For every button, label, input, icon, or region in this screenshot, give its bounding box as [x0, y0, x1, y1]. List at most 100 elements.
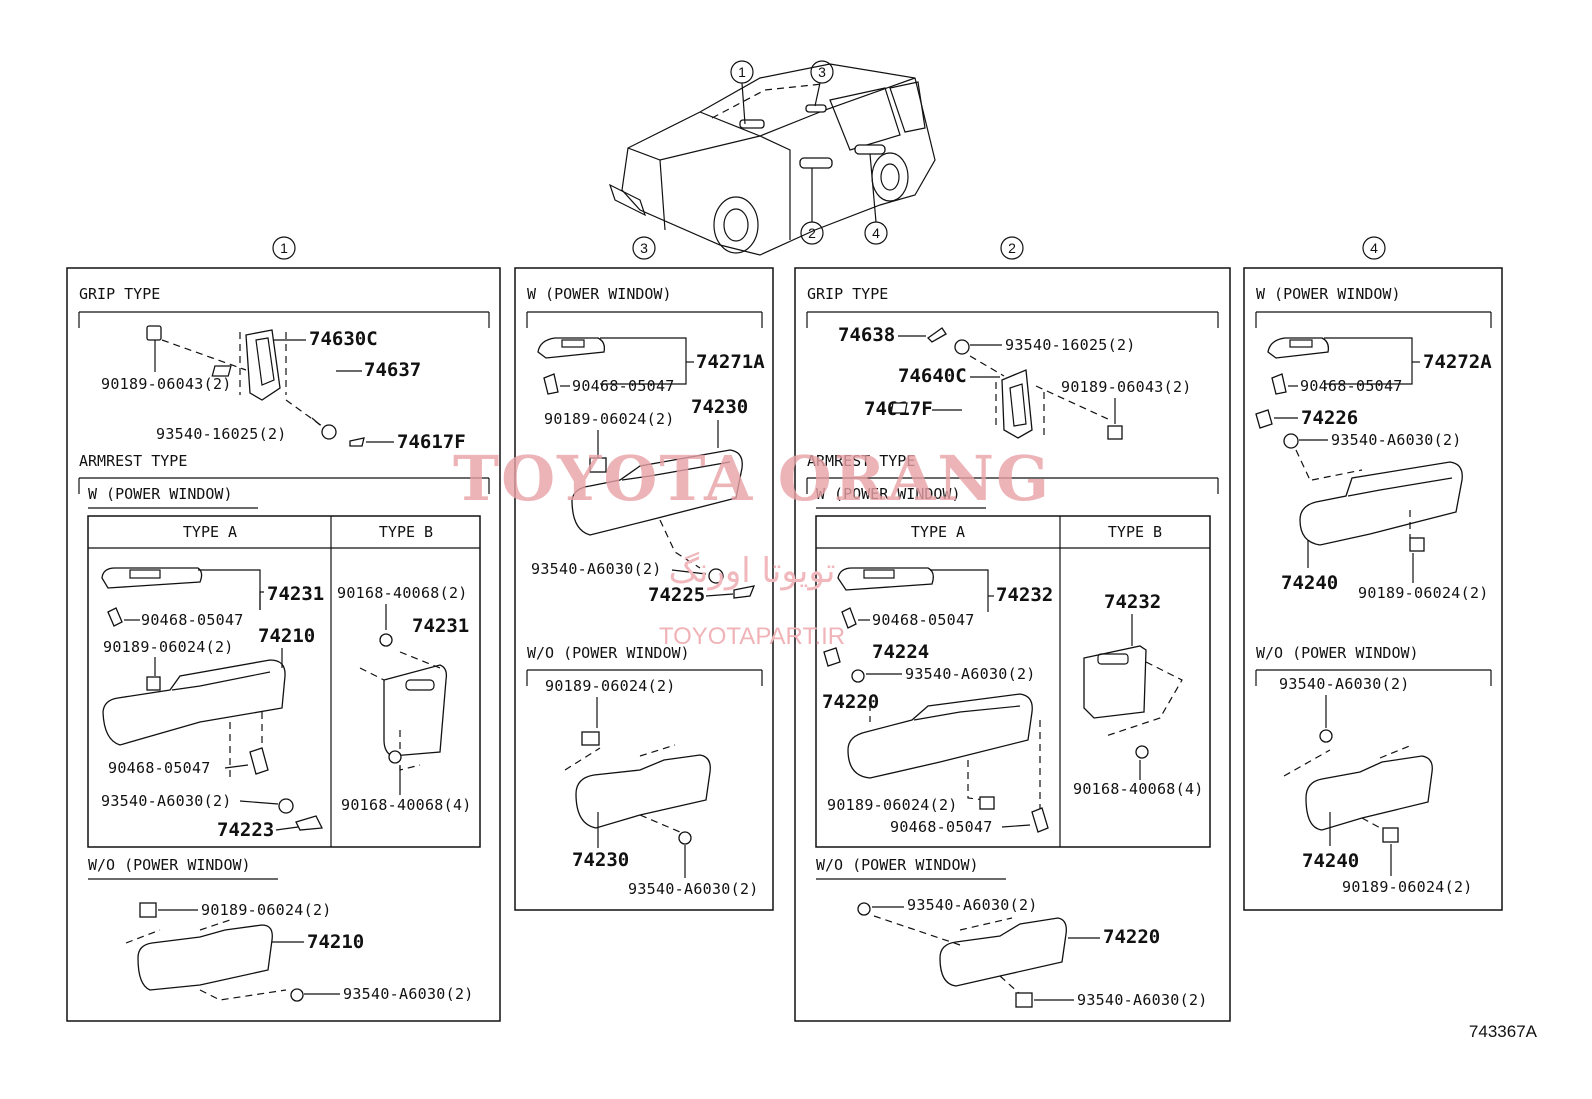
panel-1-callout: 1 — [280, 240, 288, 256]
wo-power-window-heading: W/O (POWER WINDOW) — [88, 856, 251, 874]
armrest-part — [571, 449, 743, 536]
watermark-persian: تویوتا اورنگ — [669, 551, 836, 591]
label-90189-06024-2-b: 90189-06024(2) — [201, 901, 332, 919]
clip-icon — [1382, 827, 1399, 843]
screw-icon — [278, 798, 294, 814]
clip-part — [107, 607, 123, 627]
label-90189-06024-2-b: 90189-06024(2) — [545, 677, 676, 695]
callout-4-top: 4 — [872, 225, 880, 241]
armrest-box-part — [1083, 645, 1147, 719]
wo-power-window-heading: W/O (POWER WINDOW) — [1256, 644, 1419, 662]
grip-handle-part — [245, 329, 281, 401]
label-74640c: 74640C — [898, 365, 967, 387]
w-power-window-heading: W (POWER WINDOW) — [816, 485, 961, 503]
panel-1: 1 GRIP TYPE 74630C 74637 90189-06043(2) … — [66, 236, 501, 1022]
label-74617f: 74617F — [397, 431, 466, 453]
label-90468-05047-b: 90468-05047 — [890, 818, 993, 836]
clip-part — [1031, 807, 1049, 833]
screw-icon — [678, 831, 692, 845]
watermark-site: TOYOTAPART.IR — [659, 623, 845, 650]
armrest-part — [1299, 461, 1463, 546]
label-93540-a6030-2-c: 93540-A6030(2) — [1077, 991, 1208, 1009]
label-90189-06024-2-a: 90189-06024(2) — [544, 410, 675, 428]
label-74630c: 74630C — [309, 328, 378, 350]
armrest-type-heading: ARMREST TYPE — [79, 452, 187, 470]
label-90168-40068-2: 90168-40068(2) — [337, 584, 468, 602]
screw-icon — [388, 750, 402, 764]
label-90189-06043-2: 90189-06043(2) — [1061, 378, 1192, 396]
label-93540-a6030-2-a: 93540-A6030(2) — [905, 665, 1036, 683]
label-74638: 74638 — [838, 324, 895, 346]
wo-power-window-heading: W/O (POWER WINDOW) — [527, 644, 690, 662]
label-74220-a: 74220 — [822, 691, 879, 713]
screw-icon — [1283, 433, 1299, 449]
vehicle-callouts: 1 3 2 4 — [730, 60, 888, 245]
type-b-header: TYPE B — [379, 523, 433, 541]
label-93540-16025-2: 93540-16025(2) — [156, 425, 287, 443]
label-74272a: 74272A — [1423, 351, 1492, 373]
clip-icon — [139, 902, 157, 918]
label-90468-05047-a: 90468-05047 — [141, 611, 244, 629]
label-74220-b: 74220 — [1103, 926, 1160, 948]
label-90168-40068-4: 90168-40068(4) — [1073, 780, 1204, 798]
armrest-part — [847, 693, 1033, 779]
label-74271a: 74271A — [696, 351, 765, 373]
screw-icon — [851, 669, 865, 683]
clip-icon — [1015, 992, 1033, 1008]
watermark-brand: TOYOTA ORANG — [453, 442, 1051, 515]
screw-icon — [708, 568, 724, 584]
watermark: TOYOTA ORANG تویوتا اورنگ TOYOTAPART.IR — [453, 442, 1051, 650]
clip-icon — [146, 325, 162, 341]
armrest-box-part — [383, 664, 448, 757]
screw-icon — [321, 424, 337, 440]
w-power-window-heading: W (POWER WINDOW) — [527, 285, 672, 303]
label-93540-a6030-2-b: 93540-A6030(2) — [343, 985, 474, 1003]
label-90468-05047-a: 90468-05047 — [872, 611, 975, 629]
drawing-code: 743367A — [1469, 1022, 1538, 1041]
armrest-part — [102, 659, 286, 746]
armrest-part — [1305, 755, 1433, 831]
label-74210-b: 74210 — [307, 931, 364, 953]
label-74231-a: 74231 — [267, 583, 324, 605]
label-74224: 74224 — [872, 641, 929, 663]
label-74226: 74226 — [1301, 407, 1358, 429]
panel-2: 2 GRIP TYPE 74638 93540-16025(2) 74640C … — [794, 236, 1231, 1022]
clip-part — [249, 747, 269, 775]
grip-type-heading: GRIP TYPE — [807, 285, 888, 303]
panel-4: 4 W (POWER WINDOW) 74272A 90468-05047 74… — [1243, 236, 1503, 911]
label-93540-a6030-2-a: 93540-A6030(2) — [531, 560, 662, 578]
clip-icon — [589, 457, 607, 473]
clip-part — [1271, 373, 1287, 395]
label-90189-06024-2-a: 90189-06024(2) — [1358, 584, 1489, 602]
cap-part — [890, 402, 908, 414]
type-a-header: TYPE A — [911, 523, 965, 541]
label-93540-a6030-2-b: 93540-A6030(2) — [628, 880, 759, 898]
clip-icon — [581, 731, 600, 746]
label-90189-06024-2-b: 90189-06024(2) — [1342, 878, 1473, 896]
armrest-part — [137, 924, 273, 991]
cap-part — [1255, 409, 1273, 429]
screw-icon — [857, 902, 871, 916]
label-74232-a: 74232 — [996, 584, 1053, 606]
label-74231-b: 74231 — [412, 615, 469, 637]
label-74223: 74223 — [217, 819, 274, 841]
callout-2-top: 2 — [808, 225, 816, 241]
callout-1-top: 1 — [738, 64, 746, 80]
cap-part — [295, 815, 324, 831]
armrest-part — [939, 917, 1067, 987]
label-90168-40068-4: 90168-40068(4) — [341, 796, 472, 814]
cap-part — [823, 647, 841, 667]
label-93540-a6030-2-a: 93540-A6030(2) — [101, 792, 232, 810]
type-a-header: TYPE A — [183, 523, 237, 541]
label-74637: 74637 — [364, 359, 421, 381]
label-74230-a: 74230 — [691, 396, 748, 418]
label-93540-a6030-2-b: 93540-A6030(2) — [1279, 675, 1410, 693]
clip-icon — [146, 676, 161, 691]
screw-icon — [1135, 745, 1149, 759]
armrest-type-heading: ARMREST TYPE — [807, 452, 915, 470]
cap-part — [211, 365, 232, 377]
clip-icon — [1409, 537, 1425, 552]
type-b-header: TYPE B — [1108, 523, 1162, 541]
callout-3-top: 3 — [818, 64, 826, 80]
w-power-window-heading: W (POWER WINDOW) — [88, 485, 233, 503]
